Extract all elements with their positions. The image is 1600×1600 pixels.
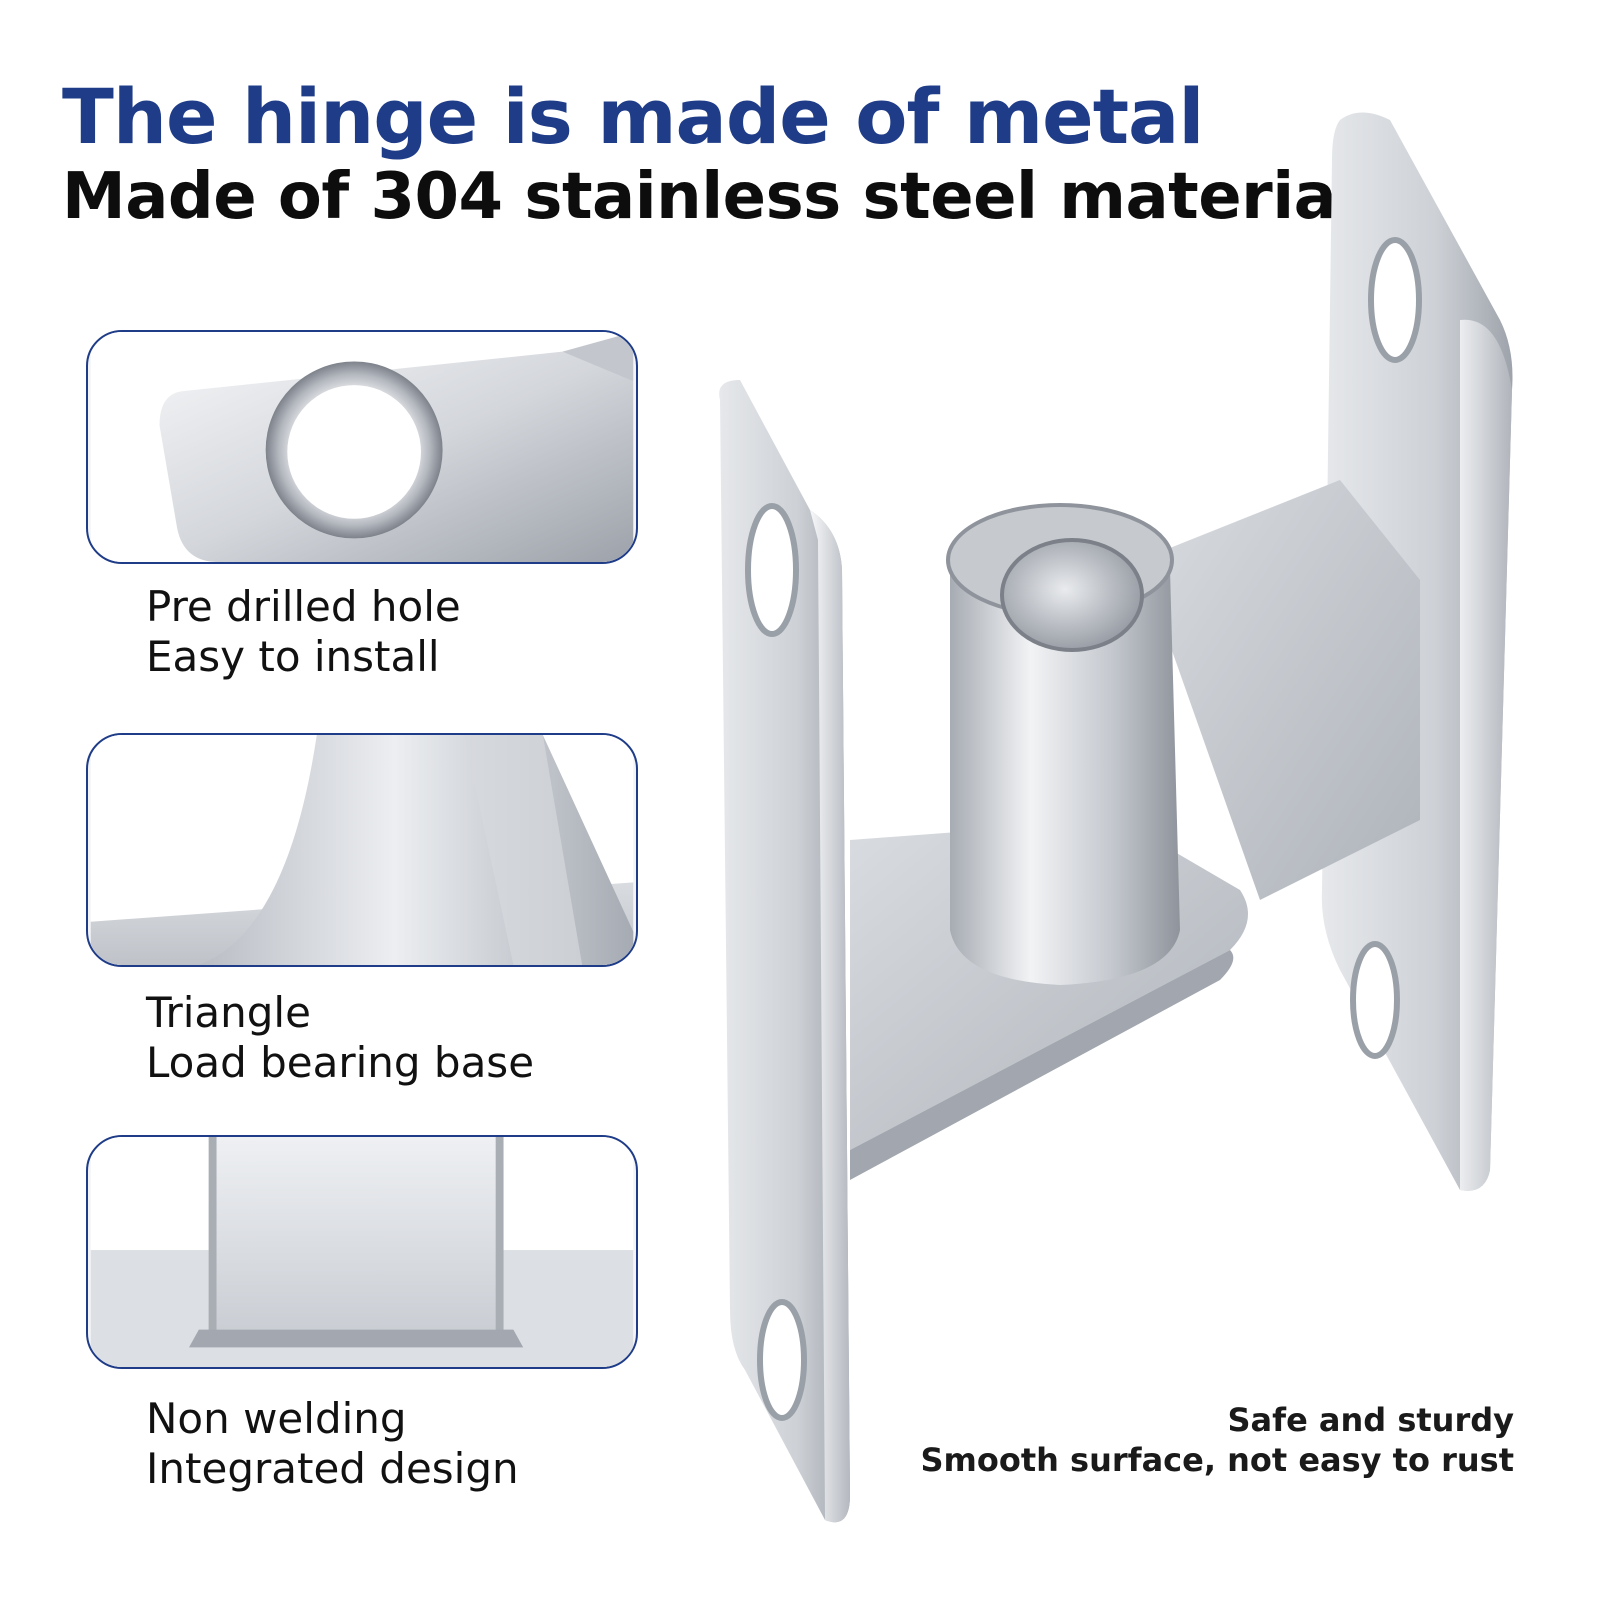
feature-integrated-line1: Non welding xyxy=(146,1394,407,1443)
hinge-product-image xyxy=(700,100,1540,1540)
product-note: Safe and sturdy Smooth surface, not easy… xyxy=(920,1400,1514,1480)
feature-card-triangle xyxy=(86,733,638,967)
hole-closeup-image xyxy=(90,332,634,562)
page-subtitle: Made of 304 stainless steel material xyxy=(62,160,1358,234)
feature-caption-triangle: Triangle Load bearing base xyxy=(146,988,534,1088)
triangle-base-closeup-image xyxy=(90,735,634,965)
product-note-line2: Smooth surface, not easy to rust xyxy=(920,1441,1514,1479)
feature-triangle-line2: Load bearing base xyxy=(146,1038,535,1087)
feature-caption-integrated: Non welding Integrated design xyxy=(146,1394,519,1494)
feature-triangle-line1: Triangle xyxy=(146,988,311,1037)
seamless-closeup-image xyxy=(90,1137,634,1367)
feature-caption-hole: Pre drilled hole Easy to install xyxy=(146,582,461,682)
feature-integrated-line2: Integrated design xyxy=(146,1444,519,1493)
page-title: The hinge is made of metal xyxy=(62,72,1204,161)
feature-hole-line2: Easy to install xyxy=(146,632,440,681)
product-note-line1: Safe and sturdy xyxy=(1227,1401,1515,1439)
feature-card-integrated xyxy=(86,1135,638,1369)
feature-hole-line1: Pre drilled hole xyxy=(146,582,461,631)
feature-card-hole xyxy=(86,330,638,564)
